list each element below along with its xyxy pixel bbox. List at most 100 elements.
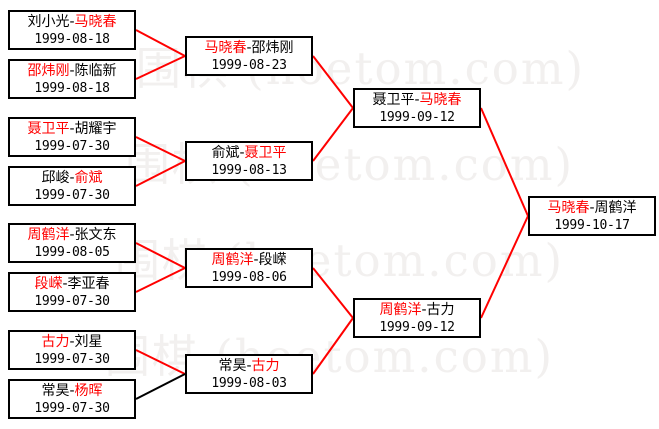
player-left: 周鹤洋: [211, 252, 254, 268]
player-right: 俞斌: [74, 170, 103, 186]
player-right: 周鹤洋: [594, 200, 637, 216]
match-players: 刘小光-马晓春: [10, 14, 134, 32]
player-right: 邵炜刚: [251, 40, 294, 56]
bracket-link: [135, 373, 186, 400]
player-right: 刘星: [74, 334, 103, 350]
match-players: 常昊-古力: [187, 358, 311, 376]
player-right: 李亚春: [67, 276, 110, 292]
match-players: 邱峻-俞斌: [10, 170, 134, 188]
player-separator: -: [69, 170, 75, 186]
player-separator: -: [239, 145, 245, 161]
bracket-link: [135, 242, 186, 269]
match-players: 聂卫平-胡耀宇: [10, 121, 134, 139]
player-right: 张文东: [74, 227, 117, 243]
player-left: 段嵘: [34, 276, 63, 292]
match-players: 周鹤洋-古力: [355, 302, 479, 320]
player-separator: -: [421, 302, 427, 318]
player-right: 段嵘: [258, 252, 287, 268]
match-date: 1999-08-18: [34, 80, 110, 96]
match-date: 1999-09-12: [379, 319, 455, 335]
bracket-link: [312, 317, 354, 375]
player-left: 刘小光: [27, 14, 70, 30]
player-right: 胡耀宇: [74, 121, 117, 137]
player-right: 古力: [251, 358, 280, 374]
player-left: 常昊: [218, 358, 247, 374]
bracket-link: [135, 349, 186, 375]
player-left: 常昊: [41, 383, 70, 399]
match-date: 1999-08-03: [211, 375, 287, 391]
match-date: 1999-08-05: [34, 244, 110, 260]
player-right: 杨晖: [74, 383, 103, 399]
player-left: 邵炜刚: [27, 63, 70, 79]
player-separator: -: [246, 358, 252, 374]
player-separator: -: [69, 227, 75, 243]
match-date: 1999-09-12: [379, 109, 455, 125]
bracket-link: [135, 29, 186, 57]
match-date: 1999-07-30: [34, 351, 110, 367]
match-date: 1999-08-23: [211, 57, 287, 73]
player-left: 聂卫平: [372, 92, 415, 108]
player-right: 古力: [426, 302, 455, 318]
match-players: 周鹤洋-张文东: [10, 227, 134, 245]
player-separator: -: [69, 121, 75, 137]
match-date: 1999-07-30: [34, 293, 110, 309]
player-separator: -: [62, 276, 68, 292]
match-date: 1999-07-30: [34, 400, 110, 416]
match-players: 马晓春-邵炜刚: [187, 40, 311, 58]
match-date: 1999-10-17: [554, 217, 630, 233]
player-left: 马晓春: [204, 40, 247, 56]
player-separator: -: [246, 40, 252, 56]
match-players: 俞斌-聂卫平: [187, 145, 311, 163]
bracket-link: [135, 267, 186, 293]
player-left: 聂卫平: [27, 121, 70, 137]
player-separator: -: [589, 200, 595, 216]
bracket-link: [135, 55, 186, 80]
match-players: 古力-刘星: [10, 334, 134, 352]
match-players: 邵炜刚-陈临新: [10, 63, 134, 81]
player-separator: -: [414, 92, 420, 108]
match-players: 常昊-杨晖: [10, 383, 134, 401]
player-right: 马晓春: [419, 92, 462, 108]
match-players: 段嵘-李亚春: [10, 276, 134, 294]
match-date: 1999-07-30: [34, 187, 110, 203]
player-separator: -: [69, 383, 75, 399]
match-date: 1999-08-13: [211, 162, 287, 178]
bracket-link: [480, 107, 529, 217]
match-players: 马晓春-周鹤洋: [530, 200, 654, 218]
player-separator: -: [69, 334, 75, 350]
player-left: 马晓春: [547, 200, 590, 216]
match-players: 聂卫平-马晓春: [355, 92, 479, 110]
player-separator: -: [253, 252, 259, 268]
match-date: 1999-08-18: [34, 31, 110, 47]
bracket-link: [312, 55, 354, 109]
bracket-link: [135, 136, 186, 162]
player-separator: -: [69, 14, 75, 30]
player-left: 邱峻: [41, 170, 70, 186]
bracket-link: [135, 160, 186, 187]
bracket-link: [312, 267, 354, 319]
player-left: 周鹤洋: [379, 302, 422, 318]
bracket-link: [480, 215, 529, 319]
player-right: 马晓春: [74, 14, 117, 30]
player-left: 周鹤洋: [27, 227, 70, 243]
player-right: 陈临新: [74, 63, 117, 79]
player-left: 古力: [41, 334, 70, 350]
player-left: 俞斌: [211, 145, 240, 161]
match-date: 1999-08-06: [211, 269, 287, 285]
